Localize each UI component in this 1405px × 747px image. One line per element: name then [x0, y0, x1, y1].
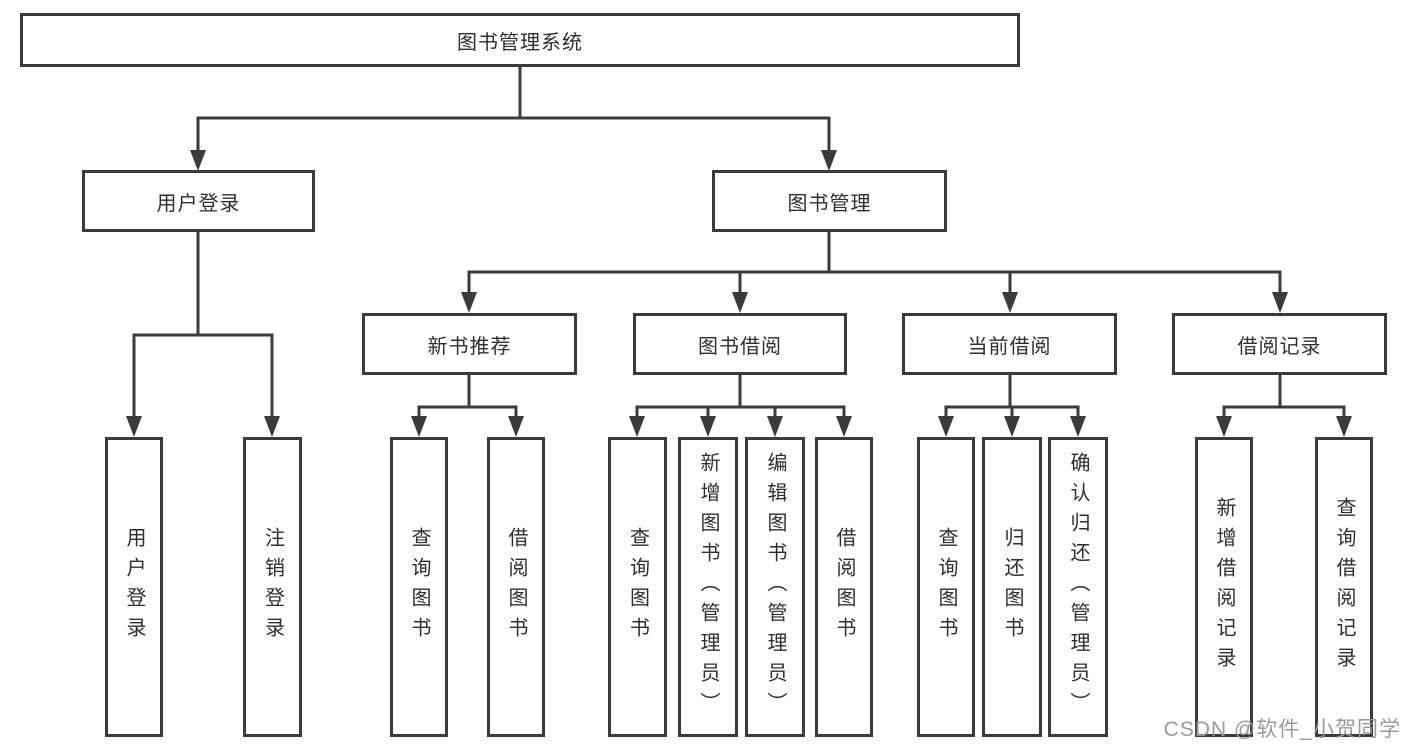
- leaf-borrowing-borrow-books-label: 借阅图书: [833, 527, 855, 647]
- leaf-recommend-query-books-label: 查询图书: [408, 527, 430, 647]
- node-borrowing-records-label: 借阅记录: [1237, 335, 1322, 358]
- leaf-user-login: 用户登录: [105, 437, 163, 737]
- leaf-current-confirm-return-admin-label: 确认归还（管理员）: [1067, 452, 1089, 722]
- connector-user-login-to-leaves: [126, 232, 280, 437]
- leaf-user-login-label: 用户登录: [123, 527, 145, 647]
- node-book-management: 图书管理: [712, 170, 947, 232]
- leaf-recommend-query-books: 查询图书: [390, 437, 448, 737]
- leaf-borrowing-query-books-label: 查询图书: [626, 527, 649, 647]
- leaf-borrowing-add-books-admin: 新增图书（管理员）: [678, 437, 738, 737]
- leaf-logout-login-label: 注销登录: [261, 527, 284, 647]
- node-library-system: 图书管理系统: [20, 13, 1020, 67]
- leaf-borrowing-edit-books-admin-label: 编辑图书（管理员）: [764, 452, 786, 722]
- connector-new-book-recommend-to-leaves: [411, 375, 524, 437]
- node-book-borrowing: 图书借阅: [633, 313, 847, 375]
- leaf-borrowing-borrow-books: 借阅图书: [815, 437, 873, 737]
- leaf-current-confirm-return-admin: 确认归还（管理员）: [1048, 437, 1108, 737]
- leaf-borrowing-query-books: 查询图书: [608, 437, 667, 737]
- node-current-borrowing: 当前借阅: [902, 313, 1117, 375]
- leaf-records-add-record-label: 新增借阅记录: [1213, 497, 1235, 677]
- node-current-borrowing-label: 当前借阅: [967, 335, 1052, 358]
- node-new-book-recommend-label: 新书推荐: [427, 335, 512, 358]
- node-book-borrowing-label: 图书借阅: [698, 335, 782, 358]
- leaf-current-return-books: 归还图书: [982, 437, 1042, 737]
- connector-current-borrowing-to-leaves: [938, 375, 1086, 437]
- leaf-borrowing-add-books-admin-label: 新增图书（管理员）: [697, 452, 719, 722]
- leaf-current-return-books-label: 归还图书: [1001, 527, 1023, 647]
- leaf-records-add-record: 新增借阅记录: [1195, 437, 1253, 737]
- node-new-book-recommend: 新书推荐: [362, 313, 577, 375]
- node-borrowing-records: 借阅记录: [1172, 313, 1387, 375]
- connector-book-management-to-level3: [461, 232, 1288, 313]
- connector-book-borrowing-to-leaves: [629, 375, 852, 437]
- connector-root-to-level2: [190, 67, 837, 171]
- node-library-system-label: 图书管理系统: [457, 31, 583, 54]
- leaf-current-query-books: 查询图书: [917, 437, 975, 737]
- node-user-login-label: 用户登录: [156, 192, 241, 215]
- leaf-current-query-books-label: 查询图书: [935, 527, 957, 647]
- csdn-watermark: CSDN @软件_小贺同学: [1163, 718, 1401, 741]
- leaf-logout-login: 注销登录: [243, 437, 302, 737]
- leaf-recommend-borrow-books: 借阅图书: [487, 437, 545, 737]
- node-user-login: 用户登录: [82, 170, 315, 232]
- leaf-borrowing-edit-books-admin: 编辑图书（管理员）: [745, 437, 805, 737]
- node-book-management-label: 图书管理: [787, 192, 872, 215]
- connector-borrowing-records-to-leaves: [1216, 375, 1352, 437]
- leaf-recommend-borrow-books-label: 借阅图书: [505, 527, 527, 647]
- leaf-records-query-record-label: 查询借阅记录: [1333, 497, 1355, 677]
- leaf-records-query-record: 查询借阅记录: [1315, 437, 1373, 737]
